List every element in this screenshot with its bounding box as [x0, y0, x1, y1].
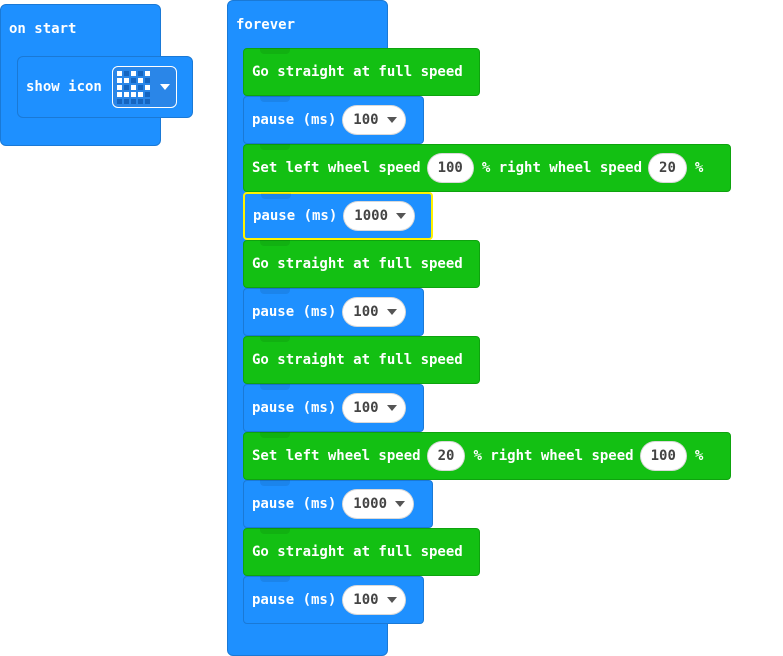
chevron-down-icon: [386, 117, 397, 123]
on-start-block[interactable]: on start show icon: [0, 4, 193, 146]
pause-block-selected[interactable]: pause (ms) 1000: [243, 192, 433, 240]
chevron-down-icon: [396, 213, 407, 219]
icon-picker[interactable]: [111, 66, 177, 108]
block-label: pause (ms): [252, 304, 337, 320]
set-wheel-speed-block[interactable]: Set left wheel speed 20 % right wheel sp…: [243, 432, 731, 480]
led-off: [130, 98, 136, 104]
block-label: pause (ms): [252, 496, 337, 512]
right-wheel-label: % right wheel speed: [473, 448, 634, 464]
pause-value-dropdown[interactable]: 100: [342, 105, 406, 135]
left-speed-input[interactable]: 100: [426, 153, 474, 183]
block-label: Go straight at full speed: [252, 64, 463, 80]
led-on: [116, 91, 122, 97]
pause-value-dropdown[interactable]: 100: [342, 393, 406, 423]
left-wheel-label: Set left wheel speed: [252, 448, 421, 464]
led-off: [116, 98, 122, 104]
unit-label: %: [694, 160, 704, 176]
pause-value: 1000: [353, 496, 388, 512]
led-on: [137, 91, 143, 97]
block-label: pause (ms): [252, 112, 337, 128]
chevron-down-icon: [386, 405, 397, 411]
led-on: [123, 77, 129, 83]
set-wheel-speed-block[interactable]: Set left wheel speed 100 % right wheel s…: [243, 144, 731, 192]
led-on: [116, 70, 122, 76]
led-off: [137, 84, 143, 90]
pause-value: 100: [353, 400, 379, 416]
led-off: [144, 77, 150, 83]
unit-label: %: [694, 448, 704, 464]
led-off: [137, 98, 143, 104]
pause-value-dropdown[interactable]: 1000: [342, 489, 415, 519]
right-speed-input[interactable]: 20: [648, 153, 687, 183]
right-speed-input[interactable]: 100: [639, 441, 687, 471]
pause-value: 100: [353, 304, 379, 320]
led-on: [116, 84, 122, 90]
led-on: [144, 70, 150, 76]
led-off: [123, 98, 129, 104]
pause-block[interactable]: pause (ms) 100: [243, 576, 424, 624]
go-straight-block[interactable]: Go straight at full speed: [243, 48, 480, 96]
chevron-down-icon: [395, 501, 406, 507]
led-on: [116, 77, 122, 83]
go-straight-block[interactable]: Go straight at full speed: [243, 528, 480, 576]
led-off: [144, 98, 150, 104]
show-icon-label: show icon: [26, 79, 102, 95]
led-off: [123, 84, 129, 90]
go-straight-block[interactable]: Go straight at full speed: [243, 240, 480, 288]
chevron-down-icon: [386, 309, 397, 315]
block-label: Go straight at full speed: [252, 544, 463, 560]
led-on: [144, 84, 150, 90]
led-off: [123, 70, 129, 76]
go-straight-block[interactable]: Go straight at full speed: [243, 336, 480, 384]
led-on: [130, 91, 136, 97]
led-off: [144, 91, 150, 97]
pause-value: 100: [353, 592, 379, 608]
pause-value-dropdown[interactable]: 100: [342, 297, 406, 327]
on-start-label: on start: [9, 21, 77, 37]
show-icon-block[interactable]: show icon: [17, 56, 193, 118]
block-label: Go straight at full speed: [252, 352, 463, 368]
pause-value-dropdown[interactable]: 100: [342, 585, 406, 615]
pause-block[interactable]: pause (ms) 100: [243, 288, 424, 336]
left-speed-input[interactable]: 20: [426, 441, 466, 471]
pause-block[interactable]: pause (ms) 100: [243, 384, 424, 432]
block-label: pause (ms): [252, 592, 337, 608]
led-on: [123, 91, 129, 97]
led-off: [137, 70, 143, 76]
pause-value: 1000: [354, 208, 389, 224]
forever-label: forever: [236, 17, 296, 33]
led-icon: [116, 70, 150, 104]
led-on: [130, 70, 136, 76]
pause-value-dropdown[interactable]: 1000: [343, 201, 416, 231]
pause-block[interactable]: pause (ms) 1000: [243, 480, 433, 528]
led-off: [130, 77, 136, 83]
pause-block[interactable]: pause (ms) 100: [243, 96, 424, 144]
pause-value: 100: [353, 112, 379, 128]
led-on: [130, 84, 136, 90]
right-wheel-label: % right wheel speed: [481, 160, 643, 176]
block-label: pause (ms): [253, 208, 338, 224]
led-on: [137, 77, 143, 83]
chevron-down-icon: [159, 84, 170, 90]
block-label: pause (ms): [252, 400, 337, 416]
left-wheel-label: Set left wheel speed: [252, 160, 421, 176]
chevron-down-icon: [386, 597, 397, 603]
block-label: Go straight at full speed: [252, 256, 463, 272]
